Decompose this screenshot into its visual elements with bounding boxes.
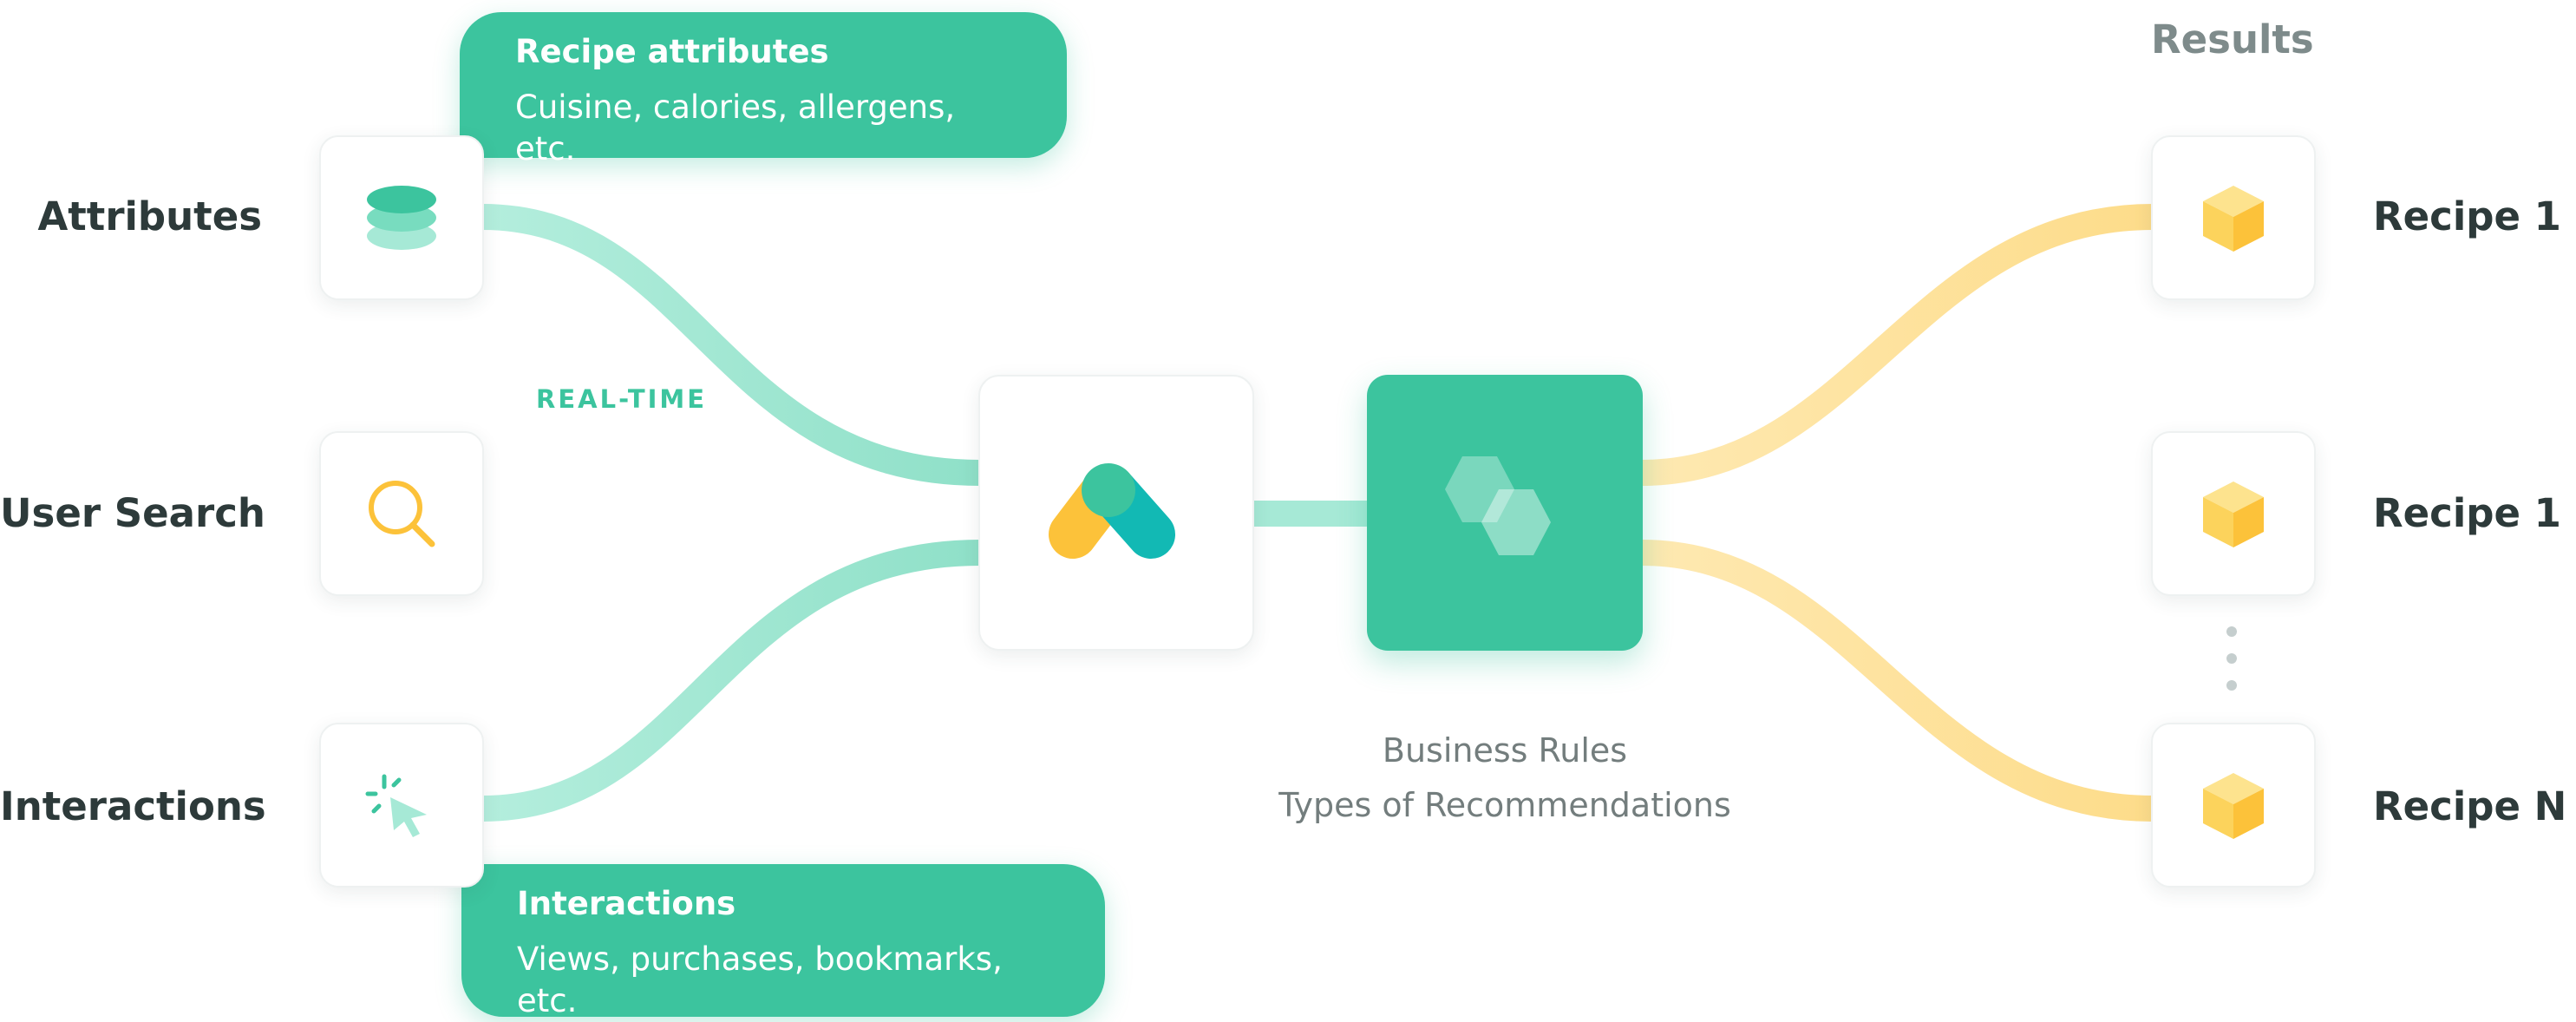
callout-title: Interactions	[517, 885, 736, 922]
hexagons-icon	[1445, 456, 1551, 555]
recommendation-types-caption: Types of Recommendations	[1278, 786, 1731, 824]
result-label-1: Recipe 1	[2373, 193, 2561, 239]
interactions-callout: Interactions Views, purchases, bookmarks…	[461, 864, 1105, 1019]
link-result-n	[1640, 540, 2154, 822]
cursor-click-icon	[365, 774, 427, 837]
callout-subtitle: Cuisine, calories, allergens, etc.	[515, 88, 956, 167]
interactions-card	[319, 723, 484, 888]
input-label-attributes: Attributes	[37, 193, 262, 239]
callout-title: Recipe attributes	[515, 33, 829, 70]
logo-icon	[1049, 463, 1175, 559]
recommendation-engine-card	[978, 375, 1254, 651]
business-rules-card	[1367, 375, 1643, 651]
result-card-1	[2151, 135, 2316, 300]
result-card-n	[2151, 723, 2316, 888]
cube-icon	[2203, 482, 2264, 547]
link-interactions	[481, 540, 981, 822]
user-search-card	[319, 431, 484, 596]
business-rules-caption: Business Rules	[1382, 731, 1628, 770]
cube-icon	[2203, 773, 2264, 839]
database-icon	[367, 186, 436, 250]
result-card-2	[2151, 431, 2316, 596]
link-result-1	[1640, 204, 2154, 486]
link-attributes	[481, 204, 981, 486]
callout-subtitle: Views, purchases, bookmarks, etc.	[517, 940, 1003, 1019]
realtime-label: REAL-TIME	[536, 384, 708, 414]
search-icon	[369, 481, 435, 547]
recipe-attributes-callout: Recipe attributes Cuisine, calories, all…	[460, 12, 1067, 167]
result-label-n: Recipe N	[2373, 783, 2567, 829]
cube-icon	[2203, 186, 2264, 252]
results-title: Results	[2151, 16, 2314, 62]
attributes-card	[319, 135, 484, 300]
input-label-user-search: User Search	[0, 490, 265, 536]
ellipsis-vertical-icon	[2226, 626, 2239, 691]
result-label-2: Recipe 1	[2373, 490, 2561, 536]
input-label-interactions: Interactions	[0, 783, 266, 829]
